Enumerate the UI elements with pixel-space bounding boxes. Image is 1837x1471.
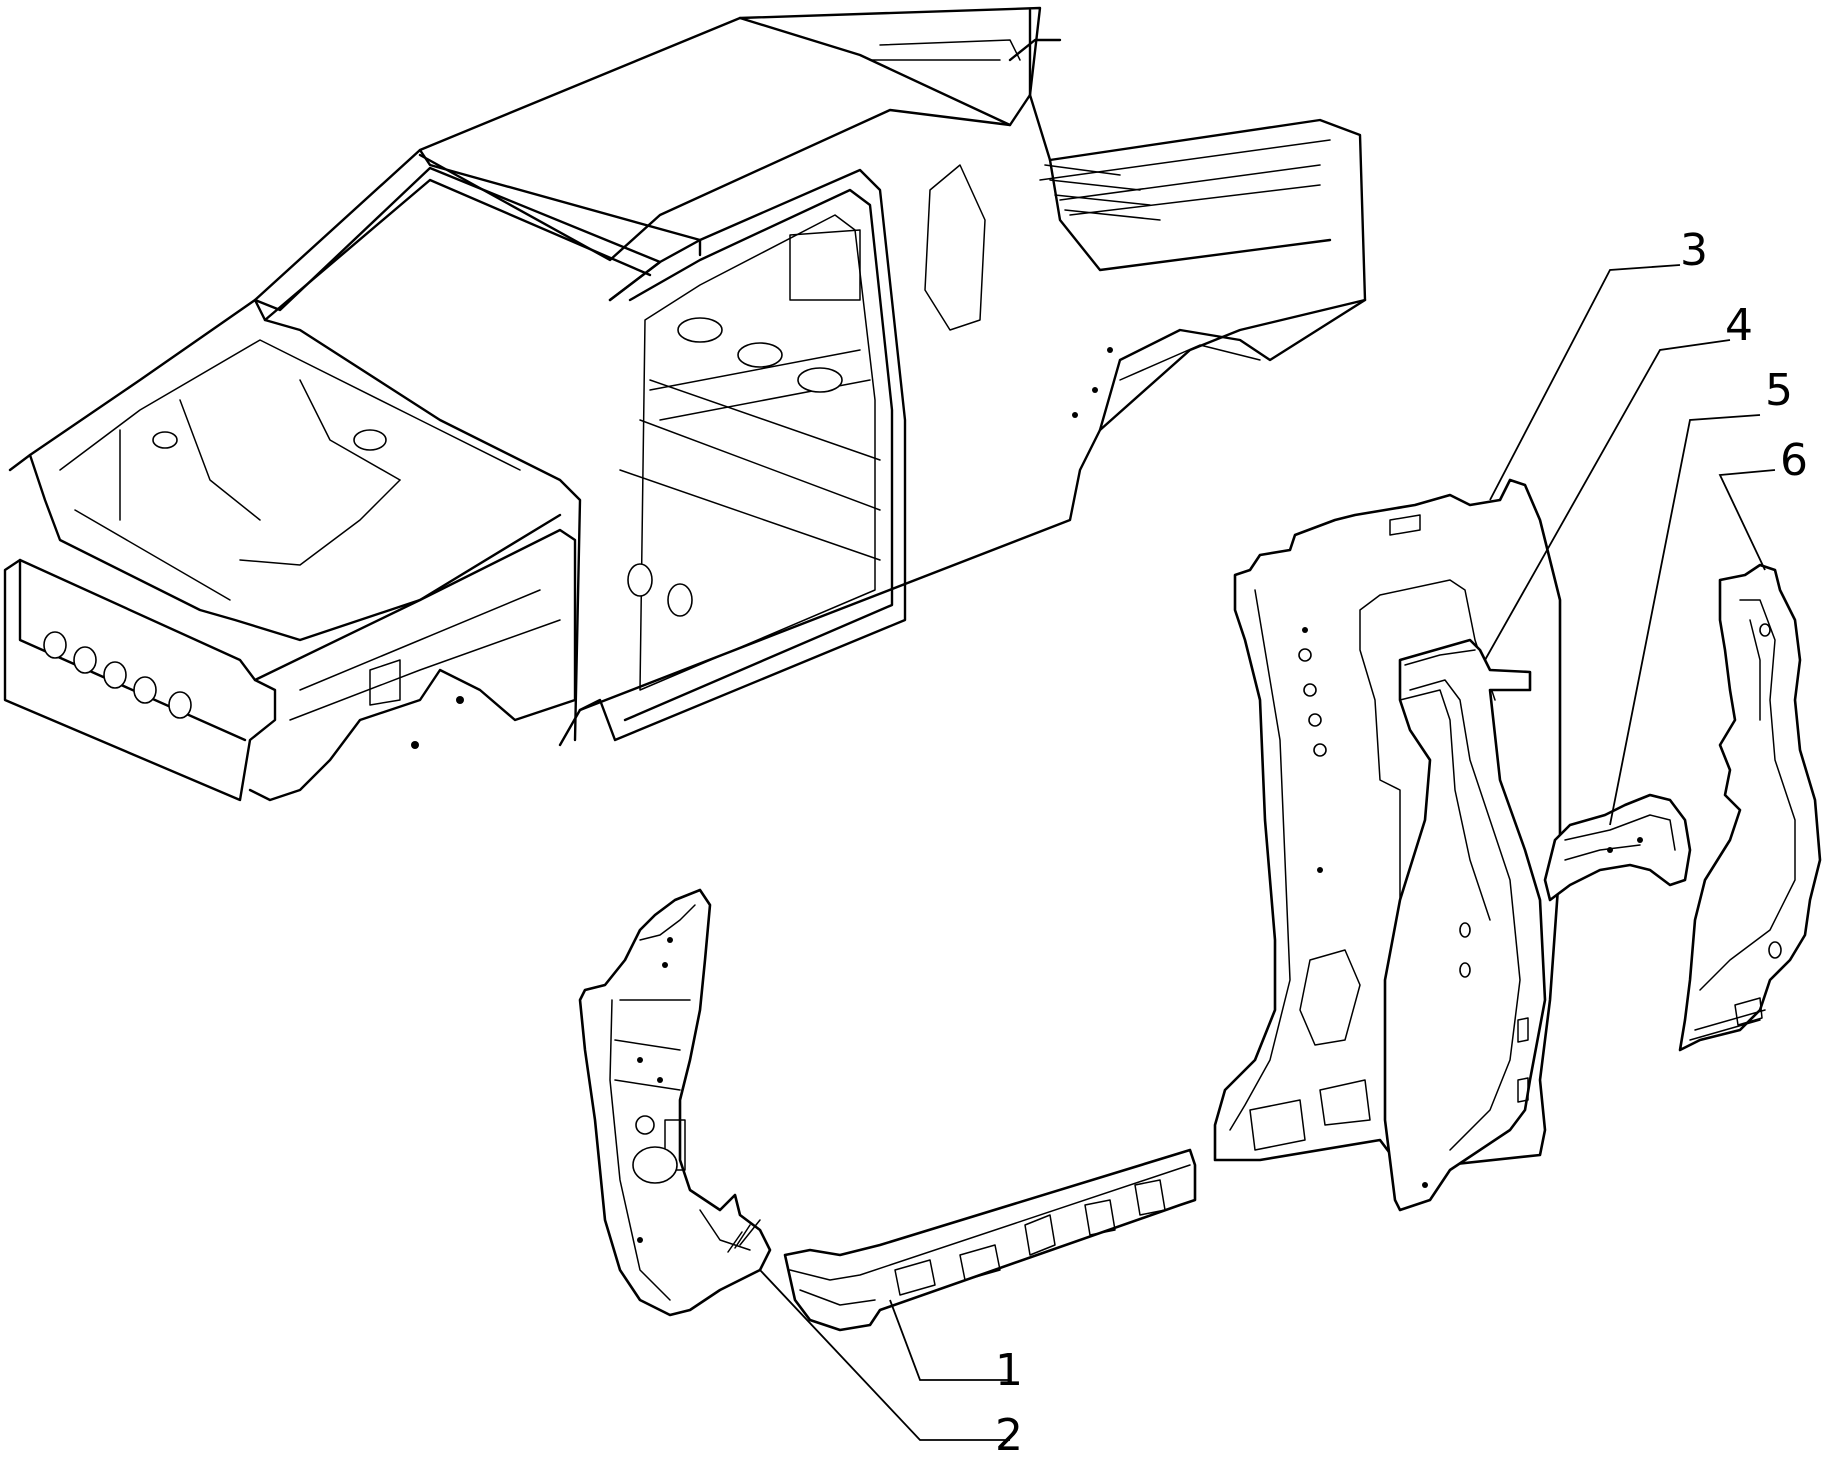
leader-2 (759, 1269, 1010, 1441)
callout-5: 5 (1765, 365, 1793, 416)
callout-2: 2 (995, 1410, 1023, 1461)
leader-1 (889, 1299, 1010, 1381)
callout-3: 3 (1680, 225, 1708, 276)
part-2-a-pillar (578, 888, 772, 1317)
leader-6 (1718, 469, 1776, 571)
leader-lines (759, 264, 1776, 1441)
vehicle-body-shell (3, 6, 1367, 802)
callout-4: 4 (1725, 300, 1753, 351)
callout-1: 1 (995, 1345, 1023, 1396)
callout-6: 6 (1780, 435, 1808, 486)
part-4-b-pillar-inner (1383, 638, 1547, 1212)
part-1-rocker-panel (783, 1148, 1197, 1332)
leader-3 (1489, 264, 1681, 501)
leader-5 (1609, 414, 1761, 826)
callout-labels: 1 2 3 4 5 6 (995, 225, 1808, 1461)
leader-4 (1484, 339, 1731, 661)
part-5-bracket (1543, 793, 1692, 902)
part-6-c-pillar-reinforcement (1678, 563, 1822, 1052)
